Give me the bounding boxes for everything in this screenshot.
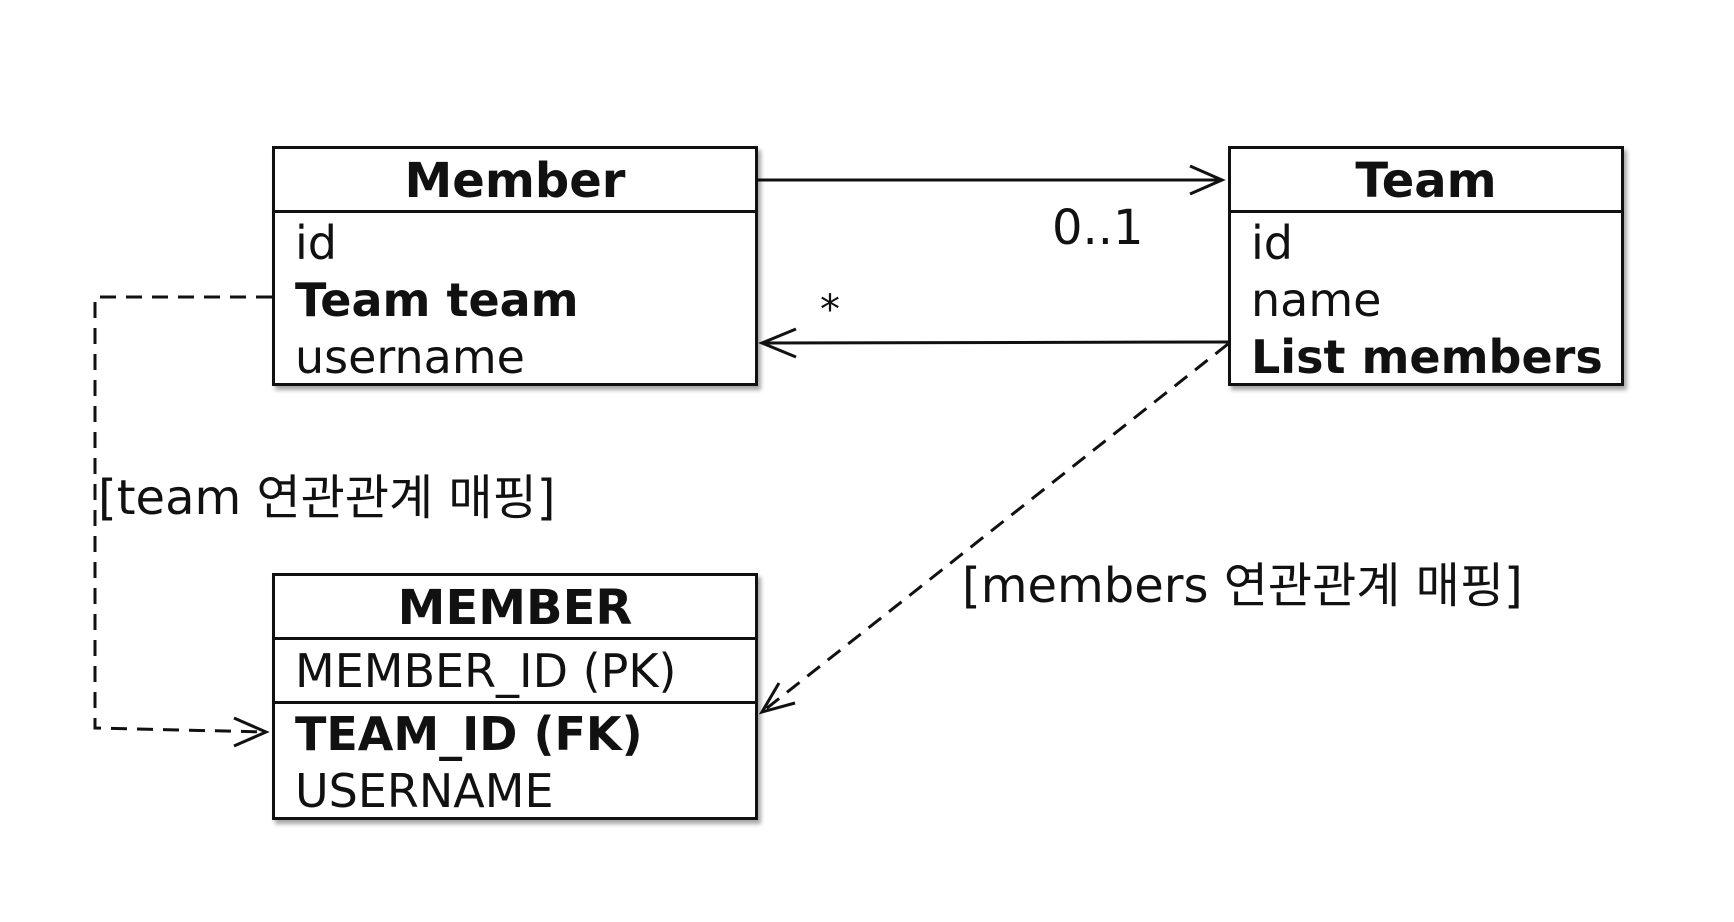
- team-mapping-arrowhead: [233, 716, 270, 748]
- member-class-title: Member: [275, 149, 755, 213]
- member-table-fields: TEAM_ID (FK) USERNAME: [275, 704, 755, 820]
- member-table-pk: MEMBER_ID (PK): [275, 640, 755, 704]
- member-class-box: Member id Team team username: [272, 146, 758, 386]
- member-field-username: username: [295, 330, 525, 384]
- member-table-field-team-id: TEAM_ID (FK): [295, 707, 643, 761]
- team-mapping-label: [team 연관관계 매핑]: [98, 470, 556, 526]
- team-mapping-dashed-line: [93, 295, 272, 734]
- team-field-name: name: [1251, 273, 1382, 327]
- member-table-box: MEMBER MEMBER_ID (PK) TEAM_ID (FK) USERN…: [272, 573, 758, 820]
- multiplicity-many: *: [820, 287, 840, 333]
- team-field-members: List members: [1251, 330, 1603, 384]
- team-class-fields: id name List members: [1231, 213, 1621, 386]
- team-class-box: Team id name List members: [1228, 146, 1624, 386]
- team-class-title: Team: [1231, 149, 1621, 213]
- multiplicity-zero-to-one: 0..1: [1052, 200, 1144, 256]
- member-field-id: id: [295, 216, 337, 270]
- members-mapping-dashed-line: [761, 342, 1229, 714]
- members-mapping-arrowhead: [758, 682, 796, 715]
- member-table-title: MEMBER: [275, 576, 755, 640]
- team-to-member-arrowhead: [758, 327, 797, 359]
- team-field-id: id: [1251, 216, 1293, 270]
- members-mapping-label: [members 연관관계 매핑]: [962, 558, 1523, 614]
- member-class-fields: id Team team username: [275, 213, 755, 386]
- member-to-team-arrowhead: [1189, 164, 1226, 196]
- team-to-member-association-line: [761, 340, 1229, 345]
- member-table-field-username: USERNAME: [295, 764, 554, 818]
- member-field-team: Team team: [295, 273, 579, 327]
